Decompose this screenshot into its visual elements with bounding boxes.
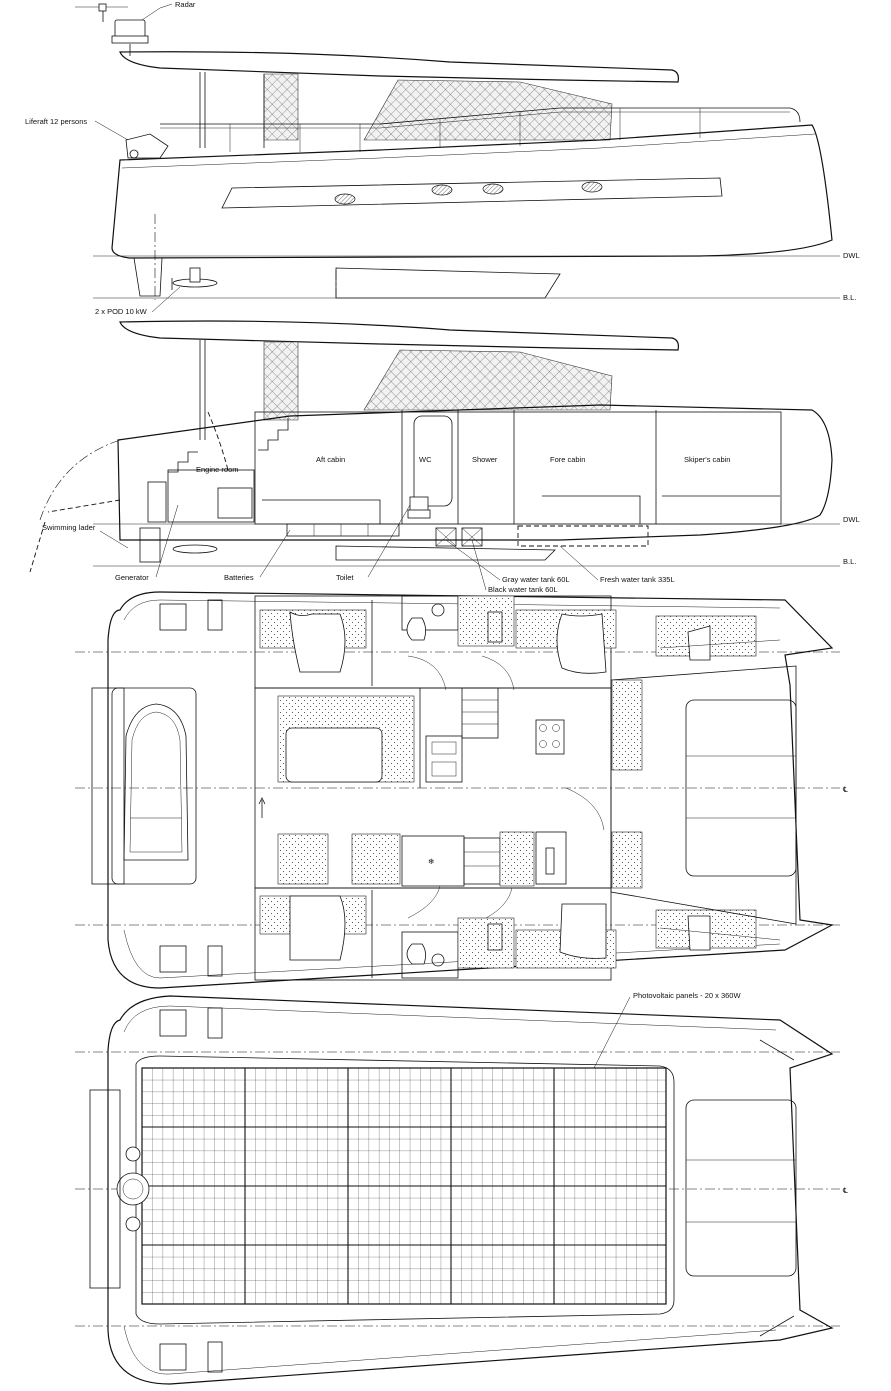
keel bbox=[133, 257, 163, 297]
porthole bbox=[334, 193, 356, 205]
room-engine-room: Engine room bbox=[196, 465, 239, 474]
radar-dome-icon bbox=[116, 1172, 150, 1206]
room-skipper-cabin: Skiper's cabin bbox=[684, 455, 730, 464]
toilet-icon bbox=[407, 496, 431, 519]
bl-label-section: B.L. bbox=[843, 557, 856, 566]
interior-section-view: Engine room Aft cabin WC Shower Fore cab… bbox=[29, 320, 860, 594]
saloon-table bbox=[285, 727, 383, 783]
generator-label: Generator bbox=[115, 573, 149, 582]
side-glass-windscreen bbox=[363, 79, 613, 141]
fresh-water-tank bbox=[517, 525, 649, 547]
engine-room bbox=[167, 469, 255, 523]
roof-outline bbox=[135, 1055, 675, 1325]
porthole bbox=[581, 181, 603, 193]
hardtop-roof-section bbox=[119, 320, 679, 351]
toilet-plan-icon bbox=[406, 943, 426, 965]
room-aft-cabin: Aft cabin bbox=[316, 455, 345, 464]
room-wc: WC bbox=[419, 455, 432, 464]
hardtop-roof bbox=[119, 51, 679, 83]
roof-plan-view: ℄ Photovoltaic panels - 20 x 360W bbox=[75, 991, 848, 1385]
pods-label: 2 x POD 10 kW bbox=[95, 307, 148, 316]
interior-plan-view: ℄ bbox=[75, 591, 848, 989]
hull-side bbox=[111, 124, 833, 259]
photovoltaic-label: Photovoltaic panels - 20 x 360W bbox=[633, 991, 741, 1000]
tender-dinghy bbox=[123, 703, 189, 861]
toilet-plan-icon bbox=[406, 617, 426, 641]
centerline-symbol: ℄ bbox=[843, 785, 848, 794]
stairs bbox=[258, 418, 289, 451]
hull-roof-outline bbox=[107, 995, 834, 1385]
tender-bay bbox=[111, 687, 197, 885]
forward-cockpit bbox=[610, 665, 797, 925]
radar-label: Radar bbox=[175, 0, 196, 9]
side-glass-aft bbox=[263, 73, 299, 141]
forward-seating bbox=[685, 699, 797, 877]
gray-water-tank bbox=[435, 527, 457, 547]
hull-plan-outline bbox=[107, 591, 834, 989]
fresh-water-tank-label: Fresh water tank 335L bbox=[600, 575, 675, 584]
section-glass-windscreen bbox=[363, 349, 613, 411]
pod-motor-icon bbox=[139, 527, 218, 563]
black-water-tank bbox=[461, 527, 483, 547]
batteries-label: Batteries bbox=[224, 573, 254, 582]
deck-railing bbox=[160, 107, 801, 125]
liferaft-icon bbox=[125, 133, 169, 159]
forward-deck-seating bbox=[685, 1099, 797, 1277]
radar-icon bbox=[75, 3, 149, 44]
room-fore-cabin: Fore cabin bbox=[550, 455, 585, 464]
dwl-label: DWL bbox=[843, 251, 860, 260]
porthole bbox=[482, 183, 504, 195]
section-glass-aft bbox=[263, 341, 299, 421]
bl-label: B.L. bbox=[843, 293, 856, 302]
shower-door bbox=[413, 415, 453, 507]
cabins-frame bbox=[254, 411, 782, 525]
keel-plate bbox=[335, 267, 561, 299]
ladder-swing bbox=[39, 439, 121, 521]
liferaft-label: Liferaft 12 persons bbox=[25, 117, 87, 126]
battery-bank bbox=[286, 523, 400, 537]
porthole bbox=[431, 184, 453, 196]
keel-section bbox=[335, 545, 556, 561]
hull-section bbox=[117, 404, 833, 541]
room-shower: Shower bbox=[472, 455, 498, 464]
wash-basin-icon bbox=[431, 603, 445, 617]
hull-window bbox=[221, 177, 723, 209]
centerline-symbol-roof: ℄ bbox=[843, 1186, 848, 1195]
gray-water-tank-label: Gray water tank 60L bbox=[502, 575, 570, 584]
black-water-tank-label: Black water tank 60L bbox=[488, 585, 558, 594]
snowflake-icon: ❄ bbox=[428, 857, 434, 866]
toilet-label: Toilet bbox=[336, 573, 354, 582]
pod-motor-icon bbox=[171, 267, 218, 290]
cooktop-icon bbox=[535, 719, 565, 755]
swimming-ladder-label: Swimming lader bbox=[42, 523, 96, 532]
galley-sink bbox=[425, 735, 463, 783]
companionway-stairs bbox=[461, 687, 499, 739]
dwl-label-section: DWL bbox=[843, 515, 860, 524]
wash-basin-icon bbox=[431, 953, 445, 967]
side-elevation-view: Radar Liferaft 12 persons bbox=[25, 0, 860, 316]
swimming-ladder bbox=[29, 521, 46, 573]
